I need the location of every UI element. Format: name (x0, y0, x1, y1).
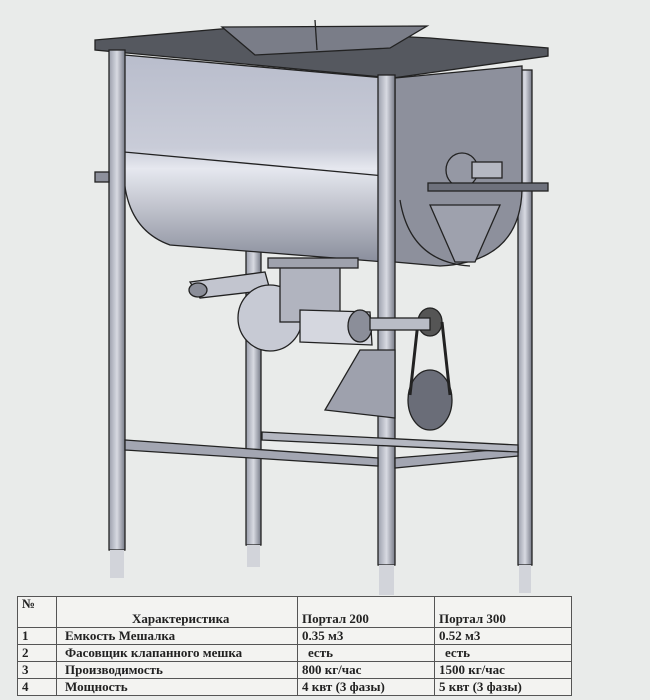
table-row: 1 Емкость Мешалка 0.35 м3 0.52 м3 (17, 627, 572, 645)
table-header-row: № Характеристика Портал 200 Портал 300 (17, 596, 572, 628)
header-model1: Портал 200 (297, 596, 435, 628)
row-model1: есть (297, 644, 435, 662)
mixer-machine-drawing (94, 19, 549, 595)
row-num: 2 (17, 644, 57, 662)
header-num: № (17, 596, 57, 628)
row-model1: 4 квт (3 фазы) (297, 678, 435, 696)
row-model2: 0.52 м3 (434, 627, 572, 645)
row-model1: 0.35 м3 (297, 627, 435, 645)
leg-front-left (108, 49, 126, 551)
row-num: 4 (17, 678, 57, 696)
row-name: Фасовщик клапанного мешка (56, 644, 298, 662)
row-num: 3 (17, 661, 57, 679)
bagging-unit (188, 257, 453, 431)
row-name: Емкость Мешалка (56, 627, 298, 645)
row-model2: 5 квт (3 фазы) (434, 678, 572, 696)
row-model1: 800 кг/час (297, 661, 435, 679)
table-row: 2 Фасовщик клапанного мешка есть есть (17, 644, 572, 662)
tank-front (123, 54, 386, 263)
row-model2: 1500 кг/час (434, 661, 572, 679)
bottom-rail (124, 439, 379, 467)
table-row: 4 Мощность 4 квт (3 фазы) 5 квт (3 фазы) (17, 678, 572, 696)
row-model2: есть (434, 644, 572, 662)
row-num: 1 (17, 627, 57, 645)
row-name: Производимость (56, 661, 298, 679)
spec-table: № Характеристика Портал 200 Портал 300 1… (17, 596, 572, 696)
header-model2: Портал 300 (434, 596, 572, 628)
header-characteristic: Характеристика (56, 596, 298, 628)
table-row: 3 Производимость 800 кг/час 1500 кг/час (17, 661, 572, 679)
row-name: Мощность (56, 678, 298, 696)
hopper (220, 25, 430, 56)
gear-motor (427, 152, 549, 192)
